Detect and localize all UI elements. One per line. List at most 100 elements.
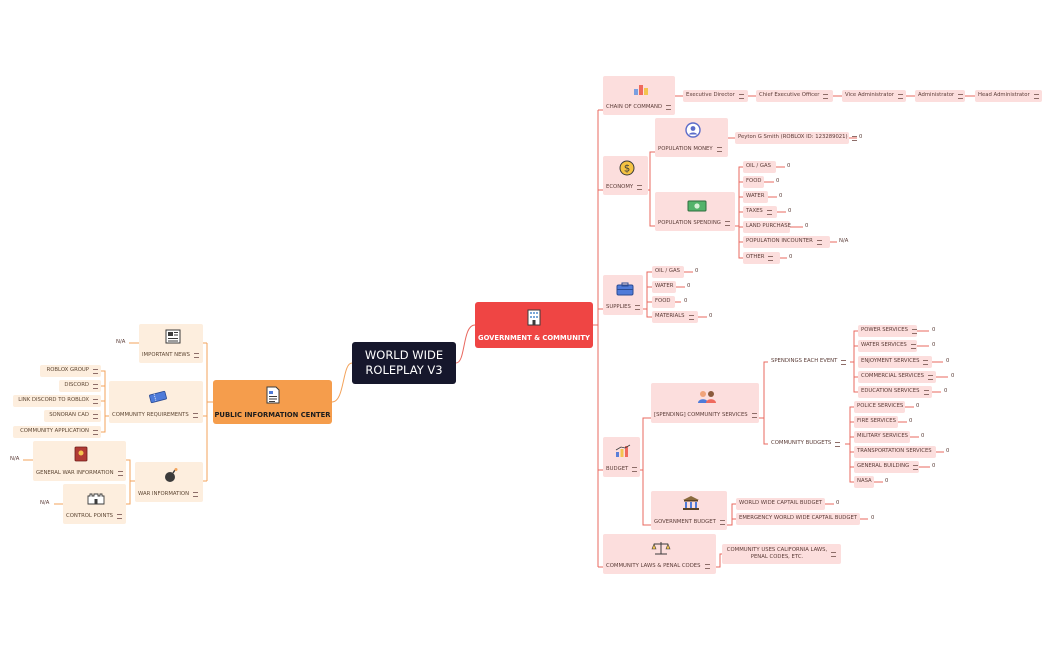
chain-item[interactable]: Head Administrator	[975, 90, 1042, 102]
spending-item-label: OIL / GAS	[746, 163, 771, 170]
chain-item[interactable]: Vice Administrator	[842, 90, 906, 102]
spending-item-value: 0	[805, 223, 809, 229]
event-spending-item[interactable]: WATER SERVICES	[858, 340, 917, 352]
notes-icon	[93, 383, 98, 389]
population-spending-label: POPULATION SPENDING	[658, 219, 721, 226]
event-spending-item[interactable]: ENJOYMENT SERVICES	[858, 356, 932, 368]
requirement-item-label: DISCORD	[64, 382, 89, 389]
general-war-information-value: N/A	[10, 456, 20, 462]
community-budget-item-value: 0	[921, 433, 925, 439]
population-money-entry[interactable]: Peyton G Smith (ROBLOX ID: 123289021)	[735, 132, 857, 144]
requirement-item[interactable]: COMMUNITY APPLICATION	[13, 426, 101, 438]
requirement-item[interactable]: SONORAN CAD	[44, 410, 101, 422]
government-budget-item-label: EMERGENCY WORLD WIDE CAPTAIL BUDGET	[739, 515, 858, 522]
requirement-item[interactable]: LINK DISCORD TO ROBLOX	[13, 395, 101, 407]
supplies-topic[interactable]: SUPPLIES	[603, 275, 643, 315]
spending-item[interactable]: LAND PURCHASE	[743, 221, 791, 233]
control-points-topic[interactable]: CONTROL POINTS	[63, 484, 126, 524]
chain-item[interactable]: Executive Director	[683, 90, 748, 102]
chain-item[interactable]: Administrator	[915, 90, 965, 102]
notes-icon	[897, 93, 903, 99]
population-money-topic[interactable]: POPULATION MONEY	[655, 118, 728, 157]
requirement-item[interactable]: ROBLOX GROUP	[40, 365, 101, 377]
government-budget-item-value: 0	[871, 515, 875, 521]
spending-item[interactable]: POPULATION INCOUNTER	[743, 236, 830, 248]
important-news-topic[interactable]: IMPORTANT NEWS	[139, 324, 203, 363]
community-laws-note[interactable]: COMMUNITY USES CALIFORNIA LAWS,PENAL COD…	[722, 544, 841, 564]
supply-item[interactable]: WATER	[652, 281, 676, 293]
notes-icon	[823, 93, 829, 99]
supply-item-label: MATERIALS	[655, 313, 685, 320]
spendings-each-event-topic[interactable]: SPENDINGS EACH EVENT	[768, 356, 850, 368]
office-building-icon	[525, 308, 543, 329]
government-budget-item[interactable]: EMERGENCY WORLD WIDE CAPTAIL BUDGET	[736, 513, 860, 525]
event-spending-item-label: EDUCATION SERVICES	[861, 388, 920, 395]
community-budget-item[interactable]: TRANSPORTATION SERVICES	[854, 446, 936, 458]
budget-topic[interactable]: BUDGET	[603, 437, 640, 477]
community-budget-item[interactable]: FIRE SERVICES	[854, 416, 898, 428]
spending-item[interactable]: TAXES	[743, 206, 777, 218]
notes-icon	[117, 470, 123, 476]
community-budget-item[interactable]: GENERAL BUILDING	[854, 461, 919, 473]
supply-item[interactable]: MATERIALS	[652, 311, 698, 323]
community-budget-item[interactable]: MILITARY SERVICES	[854, 431, 910, 443]
general-war-information-topic[interactable]: GENERAL WAR INFORMATION	[33, 441, 126, 481]
spending-item[interactable]: OTHER	[743, 252, 780, 264]
spending-item[interactable]: FOOD	[743, 176, 764, 188]
control-points-label: CONTROL POINTS	[66, 512, 114, 519]
bank-icon	[682, 495, 700, 514]
event-spending-item-value: 0	[946, 358, 950, 364]
notes-icon	[910, 343, 916, 349]
spending-item-value: 0	[779, 193, 783, 199]
supply-item[interactable]: FOOD	[652, 296, 675, 308]
notes-icon	[923, 359, 929, 365]
public-information-center-topic[interactable]: PUBLIC INFORMATION CENTER	[213, 380, 332, 424]
chain-of-command-label: CHAIN OF COMMAND	[606, 103, 663, 110]
community-services-topic[interactable]: [SPENDING] COMMUNITY SERVICES	[651, 383, 759, 423]
government-budget-item[interactable]: WORLD WIDE CAPTAIL BUDGET	[736, 498, 825, 510]
chain-item-label: Administrator	[918, 92, 955, 99]
population-spending-topic[interactable]: POPULATION SPENDING	[655, 192, 735, 231]
bar-chart-icon	[615, 444, 631, 461]
event-spending-item[interactable]: EDUCATION SERVICES	[858, 386, 932, 398]
notes-icon	[93, 398, 98, 404]
important-news-label: IMPORTANT NEWS	[142, 351, 191, 358]
event-spending-item-label: COMMERCIAL SERVICES	[861, 373, 924, 380]
community-requirements-topic[interactable]: COMMUNITY REQUIREMENTS	[109, 381, 203, 423]
community-budget-item-label: NASA	[857, 478, 872, 485]
community-laws-topic[interactable]: COMMUNITY LAWS & PENAL CODES	[603, 534, 716, 574]
event-spending-item[interactable]: COMMERCIAL SERVICES	[858, 371, 936, 383]
spending-item[interactable]: WATER	[743, 191, 768, 203]
event-spending-item[interactable]: POWER SERVICES	[858, 325, 918, 337]
community-budget-item[interactable]: POLICE SERVICES	[854, 401, 905, 413]
economy-label: ECONOMY	[606, 183, 634, 190]
population-money-entry-label: Peyton G Smith (ROBLOX ID: 123289021)	[738, 134, 848, 141]
community-budgets-topic[interactable]: COMMUNITY BUDGETS	[768, 438, 845, 450]
spending-item-value: 0	[787, 163, 791, 169]
notes-icon	[958, 93, 964, 99]
government-budget-topic[interactable]: GOVERNMENT BUDGET	[651, 491, 727, 530]
economy-topic[interactable]: $ ECONOMY	[603, 156, 648, 195]
chain-of-command-topic[interactable]: CHAIN OF COMMAND	[603, 76, 675, 115]
notes-icon	[93, 413, 98, 419]
requirement-item-label: COMMUNITY APPLICATION	[20, 428, 89, 435]
notes-icon	[751, 412, 757, 418]
requirement-item[interactable]: DISCORD	[59, 380, 101, 392]
government-community-topic[interactable]: GOVERNMENT & COMMUNITY	[475, 302, 593, 348]
notes-icon	[738, 93, 744, 99]
community-budget-item-value: 0	[932, 463, 936, 469]
chain-item[interactable]: Chief Executive Officer	[756, 90, 833, 102]
community-budgets-label: COMMUNITY BUDGETS	[771, 440, 832, 447]
spending-item[interactable]: OIL / GAS	[743, 161, 776, 173]
banknote-icon	[687, 200, 707, 215]
war-information-topic[interactable]: WAR INFORMATION	[135, 462, 203, 502]
root-title-line2: ROLEPLAY V3	[365, 363, 443, 377]
event-spending-item-value: 0	[932, 327, 936, 333]
bomb-icon	[163, 467, 179, 486]
supply-item[interactable]: OIL / GAS	[652, 266, 684, 278]
population-money-value: 0	[859, 134, 863, 140]
war-information-label: WAR INFORMATION	[138, 490, 190, 497]
community-budget-item[interactable]: NASA	[854, 476, 874, 488]
notes-icon	[816, 239, 822, 245]
